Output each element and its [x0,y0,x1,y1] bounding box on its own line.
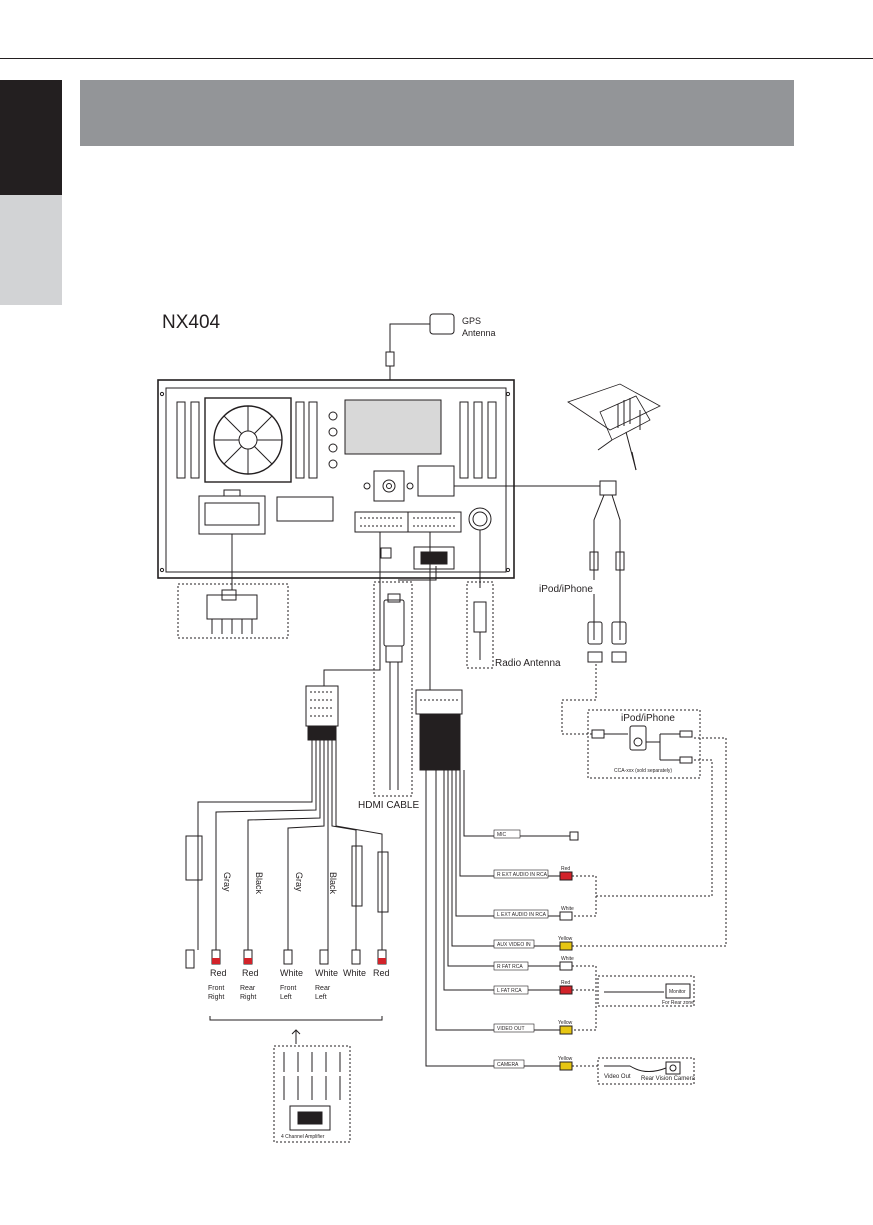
speaker-pos-4b: Left [315,994,327,1001]
section-tab-active [0,80,62,195]
speaker-pos-1b: Right [208,994,224,1001]
monitor-label: Monitor [669,989,686,995]
usb-cable [454,480,627,663]
video-out-label: Video Out [604,1074,631,1080]
gps-label-line2: Antenna [462,328,496,338]
speaker-pos-4a: Rear [315,985,331,992]
speaker-pos-2a: Rear [240,985,256,992]
plug-color-3: Yellow [558,936,573,942]
section-header-bar [80,80,794,146]
speaker-plug-4: White [315,968,338,978]
harness-label-5: R FAT RCA [497,964,523,970]
harness-label-7: VIDEO OUT [497,1026,525,1032]
radio-antenna-connector [466,530,494,669]
speaker-pos-1a: Front [208,985,224,992]
radio-antenna-label: Radio Antenna [495,658,561,669]
ipod-label-top: iPod/iPhone [539,584,593,595]
plug-color-7: Yellow [558,1056,573,1062]
rear-camera-label: Rear Vision Camera [641,1076,696,1082]
rca-harness [415,532,579,1071]
speaker-wire-color-4: Black [328,872,338,895]
harness-label-4: AUX VIDEO IN [497,942,531,948]
speaker-wire-color-1: Gray [222,872,232,892]
harness-label-2: R EXT AUDIO IN RCA [497,872,548,878]
speaker-pos-3a: Front [280,985,296,992]
power-connector-detail [177,534,289,639]
speaker-plug-3: White [280,968,303,978]
section-tab-inactive [0,195,62,305]
speaker-plug-5: White [343,968,366,978]
install-bracket-illustration [567,383,661,471]
hdmi-label: HDMI CABLE [358,800,419,811]
ipod-cable-caption: CCA-xxx (sold separately) [614,768,672,774]
model-title: NX404 [162,312,221,333]
amplifier-box [273,1045,351,1143]
harness-label-3: L EXT AUDIO IN RCA [497,912,547,918]
ipod-cable-box [561,664,701,779]
rear-zone-label: For Rear zone [662,1000,694,1006]
ipod-audio-video-links [572,737,727,947]
speaker-plug-2: Red [242,968,259,978]
plug-color-2: White [561,906,574,912]
amplifier-caption: 4 Channel Amplifier [281,1134,325,1140]
page-top-rule [0,58,873,59]
speaker-plug-6: Red [373,968,390,978]
speaker-pos-2b: Right [240,994,256,1001]
harness-label-8: CAMERA [497,1062,519,1068]
gps-label-line1: GPS [462,316,481,326]
speaker-pos-3b: Left [280,994,292,1001]
head-unit-back-panel [157,379,515,579]
speaker-wire-color-3: Gray [294,872,304,892]
speaker-wire-color-2: Black [254,872,264,895]
harness-label-1: MIC [497,832,507,838]
ipod-label-box: iPod/iPhone [621,713,675,724]
speaker-plug-1: Red [210,968,227,978]
monitor-box [572,965,695,1031]
speaker-harness [185,532,389,1044]
rear-camera-box [572,1057,695,1085]
plug-color-6: Yellow [558,1020,573,1026]
harness-label-6: L FAT RCA [497,988,522,994]
plug-color-5: Red [561,980,570,986]
plug-color-4: White [561,956,574,962]
hdmi-cable [373,566,437,797]
plug-color-1: Red [561,866,570,872]
